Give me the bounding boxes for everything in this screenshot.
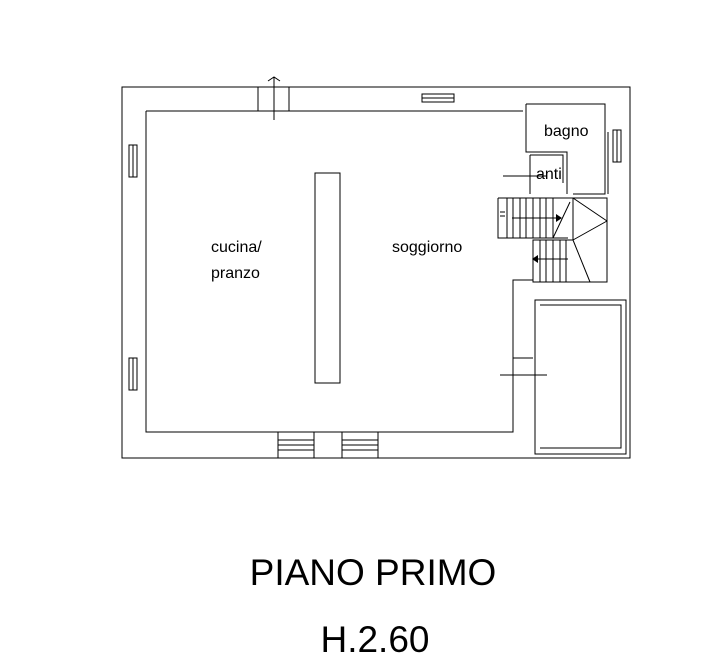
room-label-soggiorno: soggiorno [392, 239, 462, 256]
room-label-anti: anti [536, 166, 562, 183]
bagno-walls [525, 103, 606, 195]
stair-diagonal [552, 201, 571, 239]
storage-door [500, 357, 547, 376]
room-label-cucina-line1: cucina/ [211, 239, 262, 256]
floor-title: PIANO PRIMO [250, 552, 497, 593]
room-label-cucina-line2: pranzo [211, 265, 260, 282]
outer-wall [121, 86, 631, 459]
anti-walls [529, 154, 564, 194]
storage-room [534, 299, 627, 455]
stair-start-mark [500, 211, 505, 217]
stair-treads-lower [539, 240, 567, 282]
stair-arrow-head-upper [556, 214, 562, 222]
inner-wall-main [145, 110, 609, 433]
door-arrow-top [267, 76, 281, 120]
stair-landing [572, 197, 608, 283]
floor-height: H.2.60 [320, 619, 429, 660]
room-label-bagno: bagno [544, 123, 589, 140]
central-partition [314, 172, 341, 384]
stair-arrow-head-lower [532, 255, 538, 263]
